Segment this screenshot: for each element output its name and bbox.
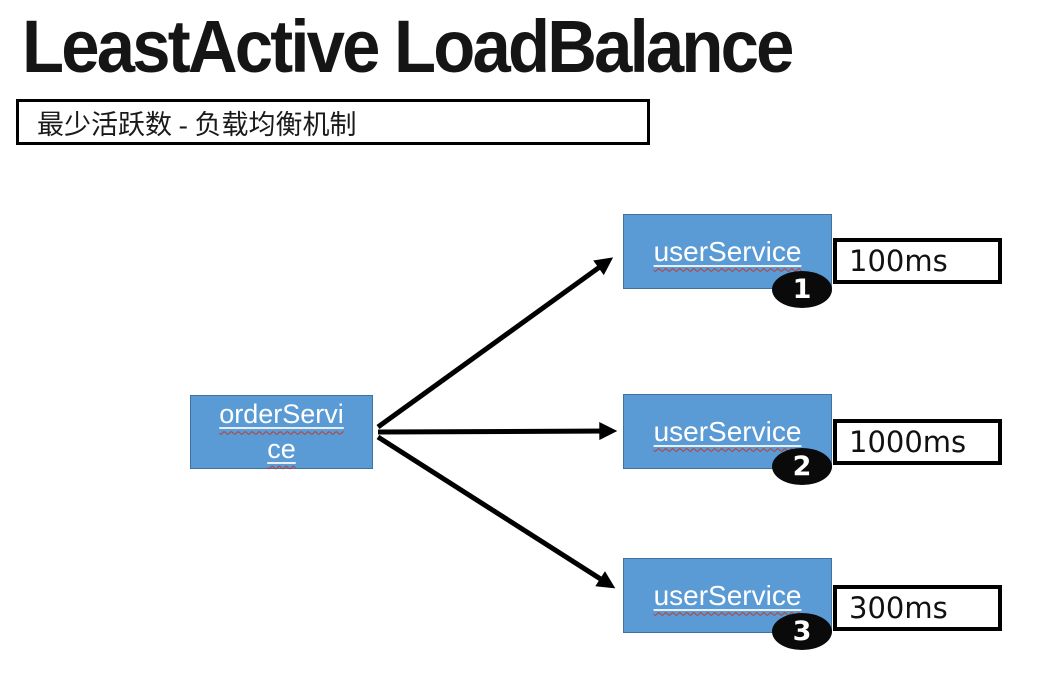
- user-service-node-3: userService: [623, 558, 832, 633]
- order-service-node: orderService: [190, 395, 373, 469]
- active-count-badge-1: 1: [772, 271, 832, 308]
- user-service-label-2: userService: [653, 415, 802, 447]
- badge-value-1: 1: [792, 274, 812, 305]
- user-service-label-1: userService: [653, 235, 802, 267]
- user-service-label-underline: userService: [654, 236, 802, 268]
- latency-value-2: 1000ms: [849, 425, 967, 459]
- user-service-label-3: userService: [653, 579, 802, 611]
- latency-box-3: 300ms: [833, 585, 1002, 631]
- arrow-to-userservice-3: [376, 434, 616, 589]
- latency-box-2: 1000ms: [833, 419, 1002, 465]
- badge-value-2: 2: [792, 451, 812, 482]
- page-title: LeastActive LoadBalance: [22, 5, 794, 88]
- user-service-label-underline: userService: [654, 416, 802, 448]
- order-service-label-underline: orderService: [216, 397, 348, 466]
- arrow-to-userservice-1: [376, 257, 614, 430]
- latency-value-3: 300ms: [849, 591, 948, 625]
- user-service-label-underline: userService: [654, 580, 802, 612]
- arrow-to-userservice-2: [377, 422, 618, 441]
- order-service-label: orderService: [219, 399, 344, 464]
- badge-value-3: 3: [792, 616, 812, 647]
- active-count-badge-3: 3: [772, 613, 832, 650]
- latency-box-1: 100ms: [833, 238, 1002, 284]
- active-count-badge-2: 2: [772, 448, 832, 485]
- subtitle-box: 最少活跃数 - 负载均衡机制: [16, 99, 650, 145]
- latency-value-1: 100ms: [849, 244, 948, 278]
- subtitle-text: 最少活跃数 - 负载均衡机制: [37, 109, 357, 140]
